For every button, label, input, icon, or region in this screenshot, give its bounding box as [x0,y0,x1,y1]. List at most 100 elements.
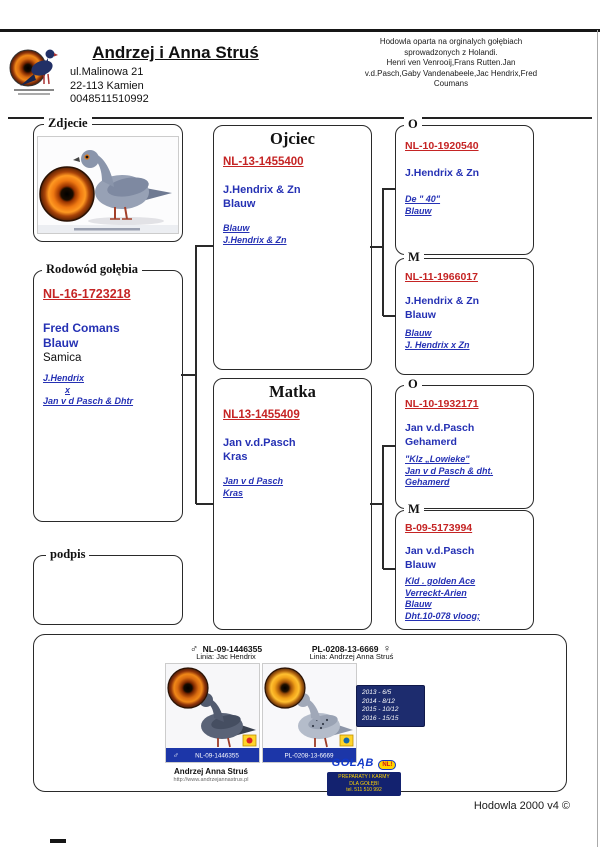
gp2-name: J.Hendrix & Zn [405,295,480,307]
mother-ring: NL13-1455409 [223,409,300,421]
golab-logo-line-3: tel. 511 510 992 [346,787,382,793]
pedigree-box-label: Rodowód gołębia [42,262,143,277]
pedigree-connector [382,188,384,316]
grandsire-maternal-box: O NL-10-1932171 Jan v.d.Pasch Gehamerd "… [395,377,534,509]
pedigree-bird-box: Rodowód gołębia NL-16-1723218 Fred Coman… [33,262,183,522]
bird-ring: NL-16-1723218 [43,287,131,301]
gp4-note-2: Verreckt-Arien [405,587,467,598]
header-divider [8,117,592,119]
gp4-ring: B-09-5173994 [405,522,473,534]
bird-color: Blauw [43,336,79,350]
scan-bottom-mark [50,839,66,843]
strip-left-ring: NL-09-1446355 [195,753,239,760]
mother-box: Matka NL13-1455409 Jan v.d.Pasch Kras Ja… [213,378,372,630]
male-icon: ♂ [189,643,199,655]
pedigree-connector [196,503,213,505]
golab-logo-badge: NL! [378,760,397,770]
father-color: Blauw [223,198,256,210]
mother-color: Kras [223,451,248,463]
note-line-4: v.d.Pasch,Gaby Vandenabeele,Jac Hendrix,… [364,68,538,78]
bottom-panel: ♂ NL-09-1446355 Linia: Jac Hendrix PL-02… [33,634,567,796]
bird-sex: Samica [43,352,82,364]
gp3-note-2: Jan v d Pasch & dht. [405,465,494,476]
gp3-ring: NL-10-1932171 [405,398,479,410]
gp4-note-3: Blauw [405,599,432,609]
bird-note-2: x [65,384,71,395]
results-panel: 2013 - 6/5 2014 - 8/12 2015 - 10/12 2016… [356,685,425,727]
pedigree-connector [370,503,383,505]
female-icon: ♀ [382,643,392,655]
bird-name: Fred Comans [43,321,120,335]
pedigree-connector [382,445,384,569]
golab-logo-title: GOŁĄB [331,757,374,769]
granddam-maternal-label: M [404,502,424,517]
gp3-name: Jan v.d.Pasch [405,422,475,434]
loft-address: ul.Malinowa 21 22-113 Kamien 00485115109… [70,66,149,107]
result-line-1: 2013 - 6/5 [362,689,392,696]
granddam-paternal-box: M NL-11-1966017 J.Hendrix & Zn Blauw Bla… [395,250,534,375]
gp4-color: Blauw [405,559,436,571]
father-ring: NL-13-1455400 [223,156,304,168]
gp2-ring: NL-11-1966017 [405,271,478,283]
left-bird-photo: ♂ NL-09-1446355 [165,663,260,763]
bird-note-1: J.Hendrix [43,373,85,383]
signature-box: podpis [33,547,183,625]
pigeon-eye-graphic [39,166,95,222]
note-line-2: sprowadzonych z Holandi. [404,47,498,57]
scan-top-line [0,29,600,32]
father-title: Ojciec [270,129,315,148]
result-line-4: 2016 - 15/15 [362,714,399,722]
note-line-3: Henri ven Venrooij,Frans Rutten.Jan [386,58,516,67]
right-bird-ring: PL-0208-13-6669 [311,644,379,654]
mother-note-1: Jan v d Pasch [223,476,284,486]
gp4-note-4: Dht.10-078 vloog; [405,610,481,621]
father-note-1: Blauw [223,223,250,233]
breeding-note: Hodowla oparta na orginalych gołębiach s… [312,37,590,90]
address-line-3: 0048511510992 [70,93,149,105]
gp4-name: Jan v.d.Pasch [405,545,475,557]
gp1-note-2: Blauw [405,205,432,216]
note-line-5: Coumans [433,79,469,88]
granddam-maternal-box: M B-09-5173994 Jan v.d.Pasch Blauw Kld .… [395,502,534,630]
golab-logo-line-1: PREPARATY I KARMY [338,774,390,780]
pedigree-connector [383,315,395,317]
gp1-name: J.Hendrix & Zn [405,167,480,179]
left-bird-ring: NL-09-1446355 [202,644,263,654]
mother-name: Jan v.d.Pasch [223,437,296,449]
pedigree-connector [370,246,383,248]
gp2-note-1: Blauw [405,328,432,338]
photo-box-label: Zdjecie [44,116,92,131]
gp3-note-1: "Klz „Lowieke" [405,454,470,464]
footer-version: Hodowla 2000 v4 © [473,800,570,812]
photo-box: Zdjecie [33,116,183,242]
note-line-1: Hodowla oparta na orginalych gołębiach [379,37,523,46]
result-line-3: 2015 - 10/12 [362,706,399,713]
strip-male-icon: ♂ [173,751,179,760]
result-line-2: 2014 - 8/12 [362,697,395,705]
left-photo-caption: Andrzej Anna Struś [174,767,248,776]
grandsire-maternal-label: O [404,377,422,392]
mother-title: Matka [269,382,316,401]
gp2-color: Blauw [405,309,436,321]
pedigree-connector [195,245,197,504]
father-box: Ojciec NL-13-1455400 J.Hendrix & Zn Blau… [213,125,372,370]
pedigree-connector [383,445,395,447]
left-bird-line: Linia: Jac Hendrix [196,652,256,661]
left-bird-header: ♂ NL-09-1446355 [171,639,281,657]
golab-logo: GOŁĄB NL! PREPARATY I KARMY DLA GOŁĘBI t… [327,753,401,796]
loft-logo-icon [9,49,58,95]
father-note-2: J.Hendrix & Zn [223,234,287,245]
gp1-ring: NL-10-1920540 [405,140,479,152]
signature-box-label: podpis [46,547,90,562]
mother-note-2: Kras [223,487,244,498]
grandsire-paternal-box: O NL-10-1920540 J.Hendrix & Zn De " 40" … [395,117,534,255]
gp3-note-3: Gehamerd [405,477,450,487]
pedigree-connector [383,188,395,190]
right-bird-header: PL-0208-13-6669 ♀ [289,639,414,657]
gp2-note-2: J. Hendrix x Zn [405,339,470,350]
father-name: J.Hendrix & Zn [223,184,301,196]
gp4-note-1: Kld . golden Ace [405,576,476,586]
pedigree-connector [181,374,196,376]
left-photo-url: http://www.andrzejannastrus.pl [173,777,249,783]
scan-right-edge [597,30,598,847]
